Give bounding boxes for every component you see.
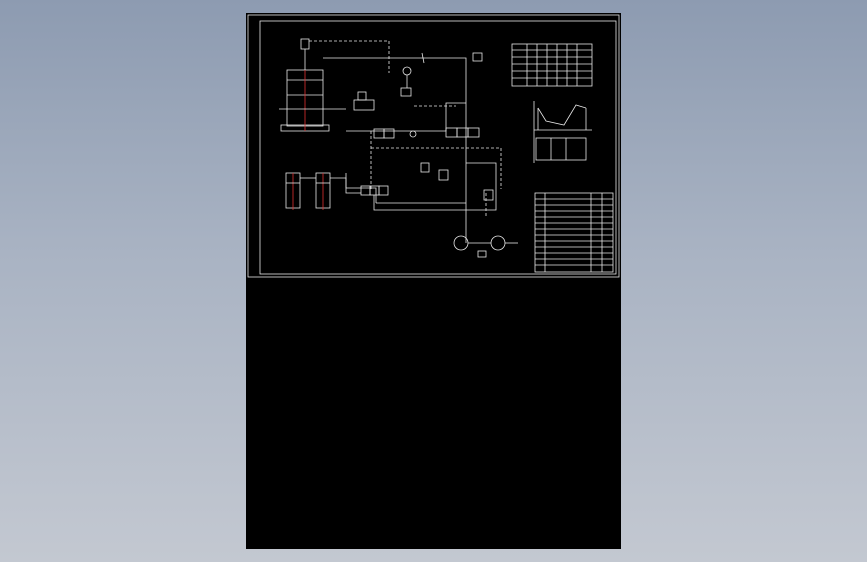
reducing-valve	[353, 99, 375, 111]
pilot-line-mid	[371, 147, 502, 189]
pressure-switch	[300, 38, 310, 50]
relief-valve-3	[483, 189, 494, 201]
return-line	[346, 102, 466, 132]
drawing-sheet	[246, 13, 621, 549]
cylinder-2	[285, 172, 301, 210]
pilot-line-top	[309, 40, 390, 73]
directional-valve-2	[445, 127, 480, 138]
cylinder-1	[279, 69, 346, 132]
filter	[472, 52, 483, 62]
outer-frame	[247, 14, 620, 278]
inner-frame	[259, 20, 617, 275]
relief-valve-1	[420, 162, 430, 173]
motor	[490, 235, 506, 251]
pressure-gauge	[402, 66, 412, 76]
motion-table	[511, 43, 593, 87]
cycle-diagram	[533, 101, 592, 163]
hydraulic-schematic	[247, 14, 620, 278]
tank	[477, 250, 487, 258]
main-line-top	[323, 57, 467, 243]
relief-valve-2	[438, 169, 449, 181]
cylinder-3	[315, 172, 331, 210]
directional-valve-3	[360, 185, 389, 196]
title-block	[534, 192, 614, 273]
directional-valve-1	[373, 128, 395, 139]
